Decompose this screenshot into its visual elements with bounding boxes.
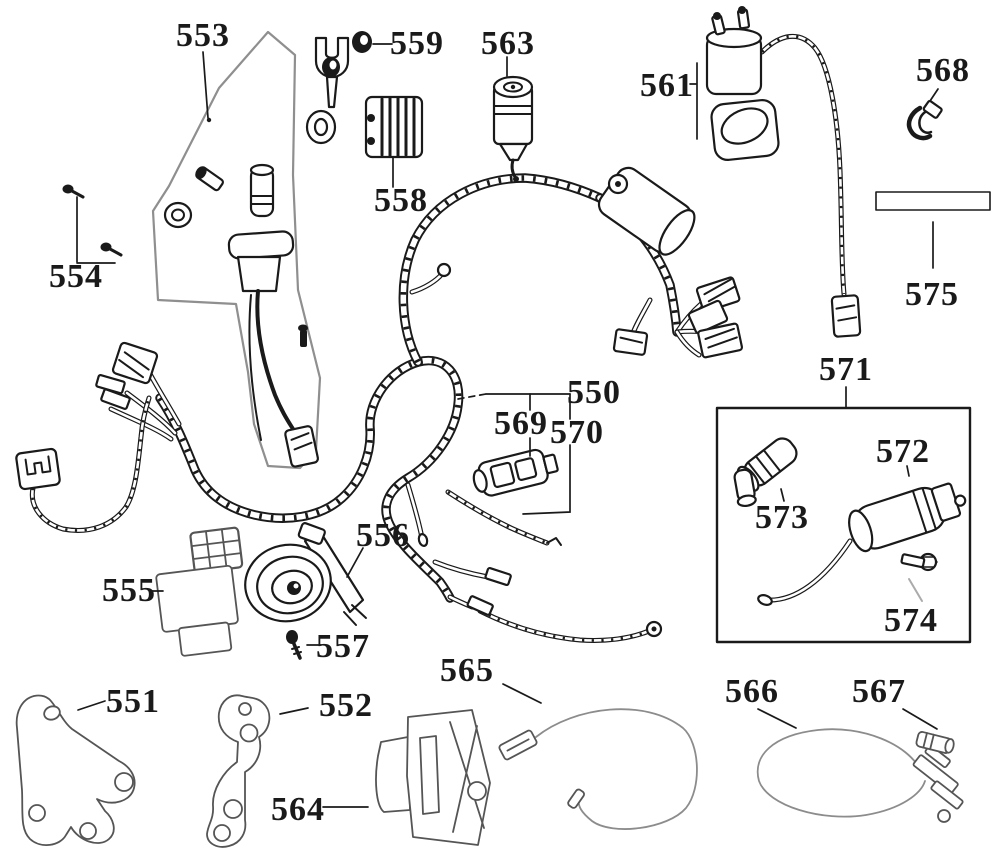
bolt-icon: [286, 630, 302, 660]
part-label-570: 570: [550, 414, 604, 451]
leader-lines: [76, 43, 939, 808]
ignition-coil-drawing: [848, 482, 967, 553]
part-label-559: 559: [390, 25, 444, 62]
lock-cylinder-icon: [227, 163, 295, 293]
part-label-555: 555: [102, 572, 156, 609]
starter-relay-drawing: [705, 6, 862, 338]
nut-icon: [322, 31, 372, 77]
bracket-left-drawing: [15, 694, 136, 846]
part-label-575: 575: [905, 276, 959, 313]
part-label-566: 566: [725, 673, 779, 710]
relay-connector-icon: [830, 294, 862, 338]
plate-bracket-drawing: [375, 709, 491, 846]
wiring-harness-drawing: [15, 166, 744, 640]
part-labels: 553 559 563 561 568 558 554 575 571 550 …: [49, 17, 970, 828]
coil-bolt-icon: [900, 552, 938, 572]
part-label-573: 573: [755, 499, 809, 536]
harness-left-connector-icon: [15, 447, 61, 491]
relay-boot-icon: [710, 98, 780, 162]
part-label-561: 561: [640, 67, 694, 104]
ignition-coil-kit-box: [715, 406, 972, 644]
screw-icon: [298, 324, 308, 332]
ignition-switch-parts-drawing: [163, 36, 350, 468]
screw-pair-icon: [62, 184, 123, 257]
part-label-563: 563: [481, 25, 535, 62]
part-label-554: 554: [49, 258, 103, 295]
ignition-switch-group-outline: [151, 30, 322, 470]
rectifier-drawing: [364, 95, 424, 159]
horn-drawing: [244, 522, 367, 626]
harness-branch-connectors-icon: [95, 341, 159, 410]
fuse-holder-drawing: [472, 448, 559, 497]
part-label-558: 558: [374, 182, 428, 219]
grommet-icon: [163, 201, 193, 229]
part-label-553: 553: [176, 17, 230, 54]
part-label-572: 572: [876, 433, 930, 470]
harness-connectors-icon: [612, 276, 744, 359]
part-label-565: 565: [440, 652, 494, 689]
part-label-551: 551: [106, 683, 160, 720]
condenser-drawing: [492, 75, 534, 182]
part-label-567: 567: [852, 673, 906, 710]
spark-plug-cap-drawing: [733, 437, 798, 508]
small-cylinder-icon: [915, 731, 955, 754]
cdi-unit-drawing: [155, 526, 244, 657]
part-label-574: 574: [884, 602, 938, 639]
part-label-568: 568: [916, 52, 970, 89]
bullet-terminal-icon: [466, 595, 494, 616]
bullet-terminal-icon: [484, 567, 512, 587]
part-label-556: 556: [356, 517, 410, 554]
part-label-569: 569: [494, 405, 548, 442]
lead-wire-drawing: [498, 708, 698, 830]
strip-part-drawing: [875, 191, 991, 211]
cable-loop-drawing: [756, 728, 964, 823]
part-label-571: 571: [819, 351, 873, 388]
part-label-550: 550: [567, 374, 621, 411]
clamp-icon: [906, 100, 943, 141]
part-label-557: 557: [316, 628, 370, 665]
part-label-564: 564: [271, 791, 325, 828]
small-bolt-icon: [195, 166, 224, 192]
bracket-right-drawing: [206, 694, 271, 848]
part-label-552: 552: [319, 687, 373, 724]
